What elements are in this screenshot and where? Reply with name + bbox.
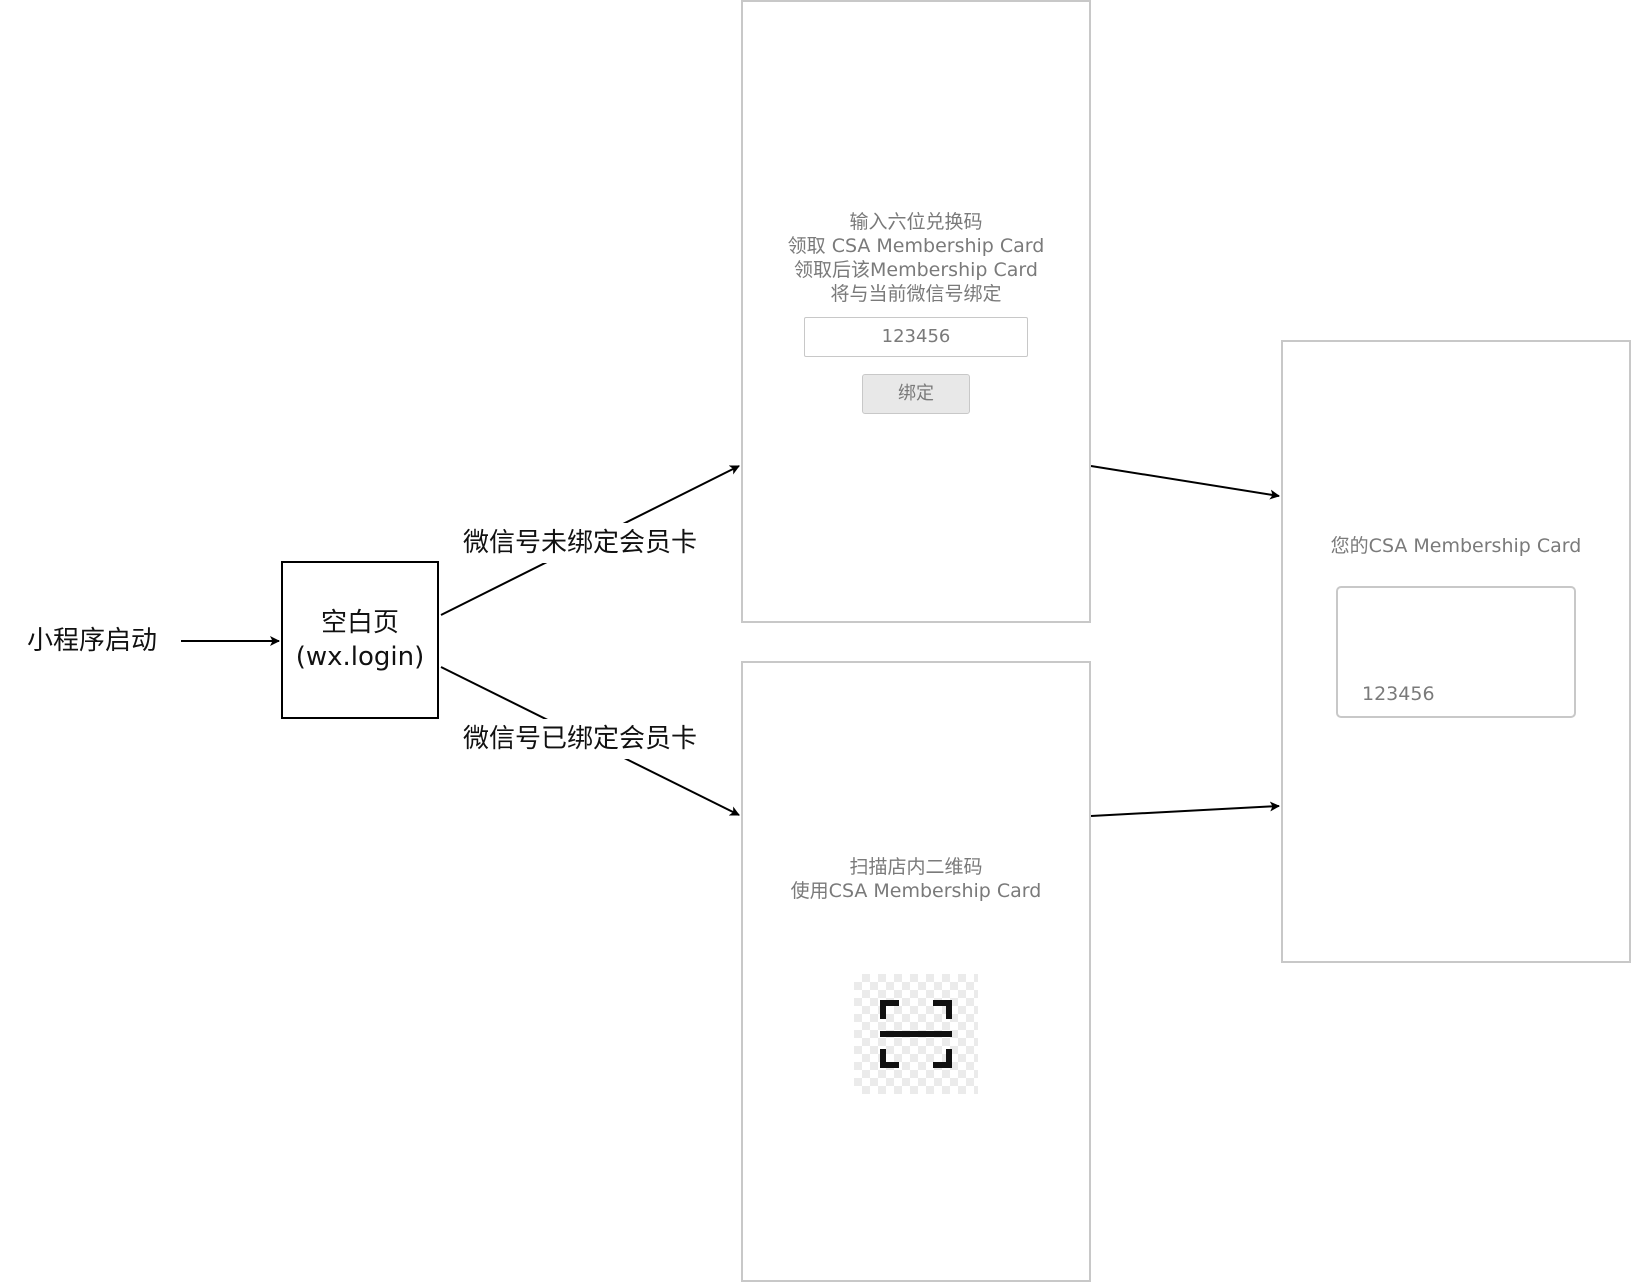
scan-instructions: 扫描店内二维码 使用CSA Membership Card (743, 855, 1089, 903)
blank-page-subtitle: (wx.login) (295, 642, 425, 672)
scan-icon (880, 1000, 952, 1068)
redeem-code-input[interactable]: 123456 (804, 317, 1028, 357)
bind-instruction-line: 输入六位兑换码 (849, 211, 983, 233)
scan-instruction-line: 扫描店内二维码 (849, 856, 983, 878)
membership-card-screen: 您的CSA Membership Card 123456 (1281, 340, 1631, 963)
scan-button[interactable] (854, 974, 978, 1094)
arrow-bind-to-card (1090, 465, 1280, 500)
card-screen-title: 您的CSA Membership Card (1330, 535, 1582, 557)
bind-instructions: 输入六位兑换码 领取 CSA Membership Card 领取后该Membe… (743, 210, 1089, 306)
bind-card-screen: 输入六位兑换码 领取 CSA Membership Card 领取后该Membe… (741, 0, 1091, 623)
bind-button[interactable]: 绑定 (862, 374, 970, 414)
arrow-scan-to-card (1090, 801, 1280, 817)
blank-page-node: 空白页 (wx.login) (281, 561, 439, 719)
scan-instruction-line: 使用CSA Membership Card (790, 880, 1042, 902)
bind-instruction-line: 将与当前微信号绑定 (830, 283, 1002, 305)
start-node-label: 小程序启动 (26, 626, 157, 656)
bind-instruction-line: 领取后该Membership Card (794, 259, 1038, 281)
bind-instruction-line: 领取 CSA Membership Card (787, 235, 1045, 257)
edge-label-bound: 微信号已绑定会员卡 (461, 719, 700, 759)
card-number: 123456 (1362, 683, 1435, 705)
blank-page-title: 空白页 (320, 608, 399, 638)
scan-qr-screen: 扫描店内二维码 使用CSA Membership Card (741, 661, 1091, 1282)
membership-card: 123456 (1336, 586, 1576, 718)
edge-label-not-bound: 微信号未绑定会员卡 (461, 523, 700, 563)
